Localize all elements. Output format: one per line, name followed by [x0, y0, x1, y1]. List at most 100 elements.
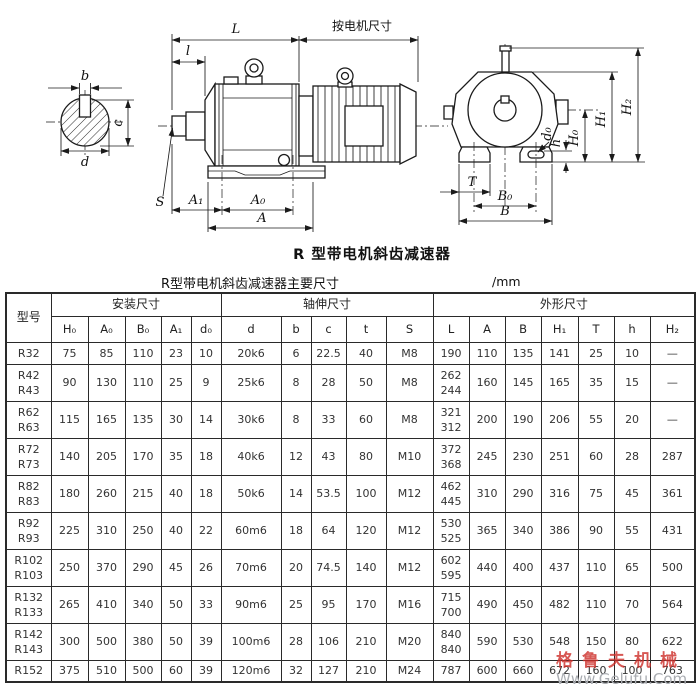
value-cell: 230: [504, 437, 542, 476]
dim-label-d: d: [81, 155, 89, 170]
value-cell: 90m6: [220, 585, 282, 624]
keyway: [78, 94, 92, 118]
dim-label-H1: H₁: [594, 111, 609, 129]
value-cell: 8: [280, 400, 312, 439]
col-header: S: [385, 315, 434, 343]
value-cell: 18: [190, 437, 222, 476]
dim-label-d0: d₀: [540, 126, 555, 140]
col-header: b: [280, 315, 312, 343]
value-cell: 60: [577, 437, 615, 476]
value-cell: 22: [190, 511, 222, 550]
value-cell: 33: [310, 400, 347, 439]
value-cell: 18: [280, 511, 312, 550]
col-header: d: [220, 315, 282, 343]
dim-label-A0: A₀: [250, 193, 266, 208]
value-cell: 40: [345, 341, 387, 365]
value-cell: 260: [87, 474, 126, 513]
value-cell: 590: [468, 622, 506, 661]
value-cell: 500: [124, 659, 162, 683]
value-cell: M8: [385, 400, 434, 439]
value-cell: 300: [50, 622, 89, 661]
value-cell: 50k6: [220, 474, 282, 513]
value-cell: 53.5: [310, 474, 347, 513]
value-cell: 386: [540, 511, 579, 550]
value-cell: 365: [468, 511, 506, 550]
dim-label-h: h: [549, 139, 564, 147]
value-cell: 23: [160, 341, 192, 365]
value-cell: 120m6: [220, 659, 282, 683]
value-cell: 361: [649, 474, 696, 513]
value-cell: 25: [160, 363, 192, 402]
value-cell: 200: [468, 400, 506, 439]
value-cell: 437: [540, 548, 579, 587]
value-cell: 70: [613, 585, 651, 624]
value-cell: 316: [540, 474, 579, 513]
value-cell: 265: [50, 585, 89, 624]
value-cell: 33: [190, 585, 222, 624]
value-cell: 500: [649, 548, 696, 587]
value-cell: 12: [280, 437, 312, 476]
value-cell: 8: [280, 363, 312, 402]
value-cell: 75: [50, 341, 89, 365]
value-cell: 450: [504, 585, 542, 624]
value-cell: 375: [50, 659, 89, 683]
value-cell: 110: [577, 585, 615, 624]
value-cell: 50: [345, 363, 387, 402]
value-cell: —: [649, 363, 696, 402]
dim-label-L: L: [231, 22, 241, 37]
value-cell: 60: [160, 659, 192, 683]
value-cell: 20: [613, 400, 651, 439]
value-cell: 210: [345, 659, 387, 683]
value-cell: 106: [310, 622, 347, 661]
value-cell: 380: [124, 622, 162, 661]
value-cell: 135: [124, 400, 162, 439]
col-header: t: [345, 315, 387, 343]
value-cell: 50: [160, 585, 192, 624]
col-header: h: [613, 315, 651, 343]
value-cell: 672: [540, 659, 579, 683]
value-cell: 74.5: [310, 548, 347, 587]
value-cell: 20: [280, 548, 312, 587]
value-cell: 660: [504, 659, 542, 683]
value-cell: 548: [540, 622, 579, 661]
value-cell: 20k6: [220, 341, 282, 365]
value-cell: 90: [577, 511, 615, 550]
value-cell: 622: [649, 622, 696, 661]
dim-label-T: T: [468, 175, 478, 190]
value-cell: 170: [345, 585, 387, 624]
table-title: R型带电机斜齿减速器主要尺寸: [160, 277, 340, 292]
value-cell: 35: [160, 437, 192, 476]
value-cell: M24: [385, 659, 434, 683]
value-cell: M12: [385, 511, 434, 550]
dim-label-A1: A₁: [188, 193, 204, 208]
gearbox-body: [214, 83, 300, 167]
dim-label-A: A: [256, 211, 266, 226]
value-cell: 145: [504, 363, 542, 402]
value-cell: 70m6: [220, 548, 282, 587]
value-cell: 85: [87, 341, 126, 365]
value-cell: 50: [160, 622, 192, 661]
value-cell: M12: [385, 474, 434, 513]
value-cell: 26: [190, 548, 222, 587]
col-header: L: [432, 315, 470, 343]
dim-label-b: b: [81, 69, 89, 84]
value-cell: M8: [385, 363, 434, 402]
base-plate: [207, 165, 326, 179]
value-cell: 500: [87, 622, 126, 661]
col-header: B₀: [124, 315, 162, 343]
col-header: c: [310, 315, 347, 343]
value-cell: 90: [50, 363, 89, 402]
technical-drawing: b c d: [46, 19, 645, 232]
side-view: L 按电机尺寸 l S A₁ A₀ A: [156, 19, 448, 232]
